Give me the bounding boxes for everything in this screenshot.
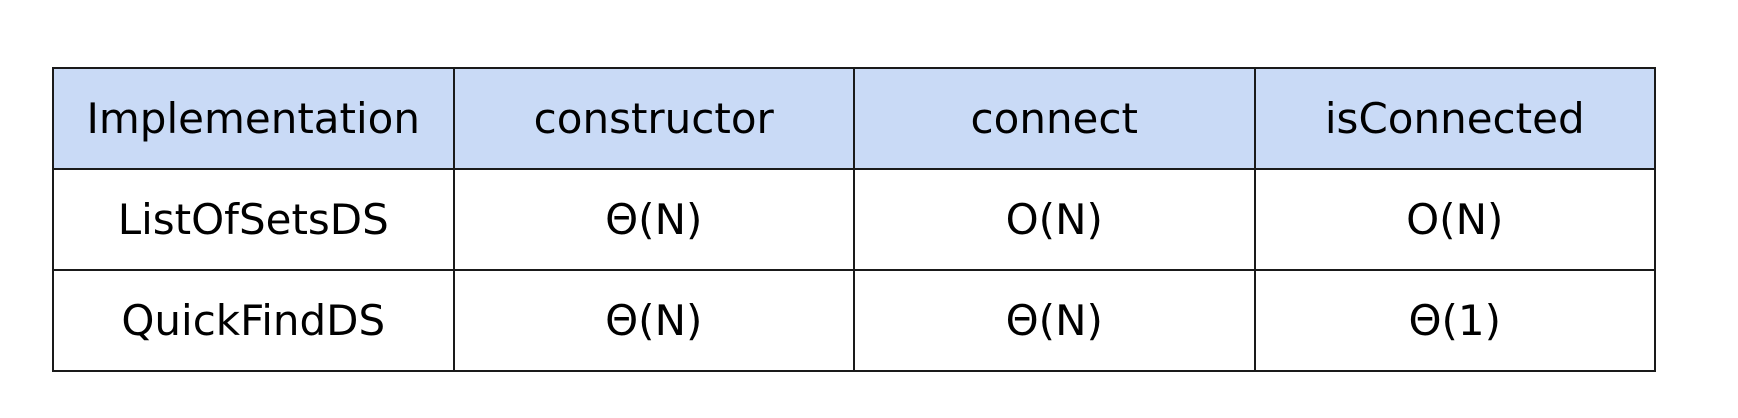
header-implementation: Implementation <box>52 67 455 170</box>
header-row: Implementation constructor connect isCon… <box>52 67 1656 170</box>
header-connect: connect <box>853 67 1256 170</box>
row-is-connected-complexity: Θ(1) <box>1253 269 1656 372</box>
table-row: QuickFindDS Θ(N) Θ(N) Θ(1) <box>52 269 1656 372</box>
row-implementation-name: QuickFindDS <box>52 269 455 372</box>
row-is-connected-complexity: O(N) <box>1253 168 1656 271</box>
row-connect-complexity: O(N) <box>853 168 1256 271</box>
row-constructor-complexity: Θ(N) <box>452 269 855 372</box>
header-constructor: constructor <box>452 67 855 170</box>
table-header: Implementation constructor connect isCon… <box>52 67 1656 170</box>
table-row: ListOfSetsDS Θ(N) O(N) O(N) <box>52 168 1656 271</box>
table-body: ListOfSetsDS Θ(N) O(N) O(N) QuickFindDS … <box>52 168 1656 372</box>
header-is-connected: isConnected <box>1253 67 1656 170</box>
row-implementation-name: ListOfSetsDS <box>52 168 455 271</box>
row-connect-complexity: Θ(N) <box>853 269 1256 372</box>
row-constructor-complexity: Θ(N) <box>452 168 855 271</box>
complexity-table: Implementation constructor connect isCon… <box>52 67 1656 372</box>
